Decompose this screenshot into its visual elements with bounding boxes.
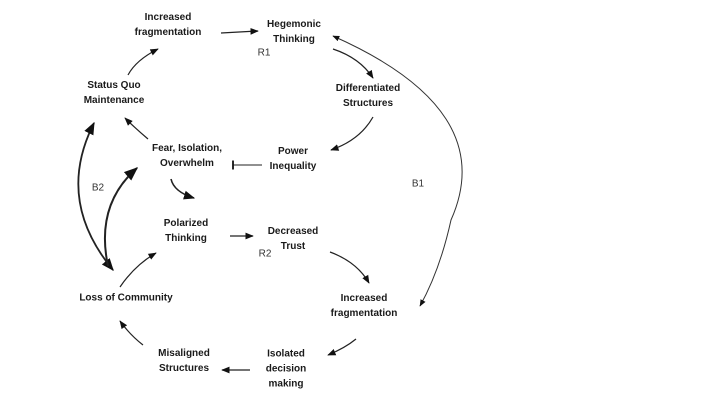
loop-label-r1: R1 bbox=[257, 47, 271, 59]
edge-loss-to-fear bbox=[104, 167, 139, 267]
edge-incfrag-to-isolated bbox=[327, 338, 357, 356]
edge-loss-to-statusquo bbox=[77, 121, 114, 271]
edge-fear-to-polarized bbox=[170, 178, 196, 200]
node-status-quo-maintenance: Status Quo Maintenance bbox=[83, 80, 145, 106]
edge-fear-to-statusquo bbox=[124, 117, 149, 140]
node-polarized-thinking: Polarized Thinking bbox=[163, 218, 209, 244]
loop-label-b2: B2 bbox=[91, 182, 105, 194]
loop-label-r2: R2 bbox=[258, 248, 272, 260]
edge-trust-to-incfrag bbox=[329, 251, 370, 284]
node-power-inequality: Power Inequality bbox=[269, 146, 317, 172]
node-differentiated-structures: Differentiated Structures bbox=[335, 83, 401, 109]
node-isolated-decision-making: Isolated decision making bbox=[265, 348, 307, 390]
edge-incfrag-to-hegemonic bbox=[220, 28, 259, 35]
node-fear-isolation-overwhelm: Fear, Isolation, Overwhelm bbox=[151, 143, 223, 169]
edge-loss-to-polarized bbox=[119, 252, 157, 288]
edge-differentiated-to-power bbox=[330, 116, 374, 151]
edge-b1-arc bbox=[332, 35, 463, 307]
edge-hegemonic-to-differentiated bbox=[332, 48, 374, 79]
edge-misaligned-to-loss bbox=[119, 320, 144, 346]
node-hegemonic-thinking: Hegemonic Thinking bbox=[267, 19, 321, 45]
loop-label-b1: B1 bbox=[411, 178, 425, 190]
node-decreased-trust: Decreased Trust bbox=[267, 226, 319, 252]
node-increased-fragmentation-bottom: Increased fragmentation bbox=[330, 293, 398, 319]
node-increased-fragmentation-top: Increased fragmentation bbox=[134, 12, 202, 38]
node-misaligned-structures: Misaligned Structures bbox=[158, 348, 210, 374]
node-loss-of-community: Loss of Community bbox=[79, 292, 173, 304]
edge-statusquo-to-incfrag bbox=[127, 48, 159, 76]
